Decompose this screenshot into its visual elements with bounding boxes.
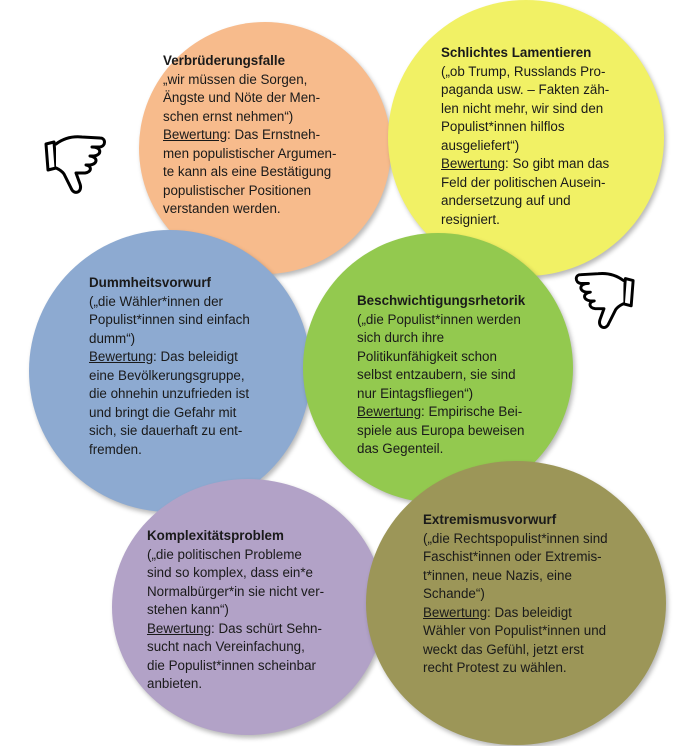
quote-line: dumm“) [89,330,136,346]
quote-line: len nicht mehr, wir sind den [441,100,604,116]
quote-line: Schande“) [423,586,485,601]
card-schlichtes-lamentieren: Schlichtes Lamentieren („ob Trump, Russl… [441,44,609,229]
evaluation-line: te kann als eine Bestätigung [163,164,332,179]
quote-line: paganda usw. – Fakten zäh- [441,82,610,97]
evaluation-line: Bewertung: So gibt man das [441,155,609,174]
evaluation-text: : Das schürt Sehn- [211,620,322,636]
card-beschwichtigungsrhetorik: Beschwichtigungsrhetorik („die Populist*… [357,292,525,459]
evaluation-line: Bewertung: Das beleidigt [423,604,608,623]
evaluation-line: recht Protest zu wählen. [423,660,567,675]
evaluation-text: : Das Ernstneh- [227,127,321,142]
thumbs-down-icon [574,272,635,329]
card-title: Extremismusvorwurf [423,512,557,527]
evaluation-text: : So gibt man das [505,156,610,171]
evaluation-label: Bewertung [441,156,506,171]
quote-line: („die Rechtspopulist*innen sind [423,530,608,546]
evaluation-line: anbieten. [147,676,203,691]
evaluation-line: populistischer Positionen [163,182,312,198]
evaluation-label: Bewertung [89,349,154,364]
evaluation-label: Bewertung [423,604,488,620]
card-title: Beschwichtigungsrhetorik [357,293,526,308]
quote-line: ausgeliefert“) [441,137,520,153]
evaluation-line: men populistischer Argumen- [163,145,337,161]
quote-line: sich durch ihre [357,330,445,345]
evaluation-line: verstanden werden. [163,201,281,216]
quote-line: Politikunfähigkeit schon [357,348,497,364]
card-extremismusvorwurf: Extremismusvorwurf („die Rechtspopulist*… [423,511,608,678]
quote-line: („ob Trump, Russlands Pro- [441,63,606,79]
quote-line: („die politischen Probleme [147,546,302,562]
quote-line: („die Wähler*innen der [89,293,223,309]
quote-line: selbst entzaubern, sie sind [357,367,516,382]
evaluation-line: resigniert. [441,211,500,227]
quote-line: Populist*innen sind einfach [89,312,250,327]
evaluation-line: sich, sie dauerhaft zu ent- [89,423,243,438]
evaluation-line: die ohnehin unzufrieden ist [89,386,250,401]
evaluation-line: die Populist*innen scheinbar [147,657,316,673]
evaluation-line: andersetzung auf und [441,193,571,208]
circle-dummheitsvorwurf [29,230,311,512]
evaluation-line: Bewertung: Das beleidigt [89,348,250,367]
evaluation-line: fremden. [89,441,142,457]
card-komplexitaetsproblem: Komplexitätsproblem („die politischen Pr… [147,527,324,694]
quote-line: „wir müssen die Sorgen, [163,71,308,87]
circle-beschwichtigungsrhetorik [303,233,573,503]
evaluation-text: : Das beleidigt [487,604,572,620]
quote-line: sind so komplex, dass ein*e [147,565,313,580]
evaluation-line: Bewertung: Das Ernstneh- [163,126,336,145]
evaluation-line: spiele aus Europa beweisen [357,422,525,438]
quote-line: nur Eintagsfliegen“) [357,385,474,401]
quote-line: Normalbürger*in sie nicht ver- [147,583,325,599]
card-title: Komplexitätsproblem [147,528,284,543]
card-title: Dummheitsvorwurf [89,275,212,290]
evaluation-label: Bewertung [357,404,422,419]
evaluation-line: weckt das Gefühl, jetzt erst [423,641,584,657]
evaluation-line: Wähler von Populist*innen und [423,623,607,638]
evaluation-label: Bewertung [147,620,212,636]
circle-schlichtes-lamentieren [388,0,664,276]
evaluation-line: und bringt die Gefahr mit [89,404,237,420]
circle-komplexitaetsproblem [112,479,384,735]
evaluation-line: eine Bevölkerungsgruppe, [89,367,245,383]
evaluation-label: Bewertung [163,127,228,142]
quote-line: Faschist*innen oder Extremis- [423,549,602,564]
evaluation-line: das Gegenteil. [357,441,444,456]
quote-line: Ängste und Nöte der Men- [163,90,321,105]
quote-line: stehen kann“) [147,602,229,617]
circle-extremismusvorwurf [366,461,666,745]
quote-line: t*innen, neue Nazis, eine [423,567,572,583]
evaluation-line: sucht nach Vereinfachung, [147,639,305,654]
evaluation-line: Bewertung: Empirische Bei- [357,403,525,422]
quote-line: („die Populist*innen werden [357,311,521,327]
quote-line: schen ernst nehmen“) [163,108,294,124]
evaluation-text: : Das beleidigt [153,349,238,364]
evaluation-line: Feld der politischen Ausein- [441,174,606,190]
card-verbruederungsfalle: Verbrüderungsfalle „wir müssen die Sorge… [163,52,336,219]
card-title: Verbrüderungsfalle [163,53,286,68]
thumbs-down-icon [44,135,106,194]
evaluation-text: : Empirische Bei- [421,404,523,419]
card-dummheitsvorwurf: Dummheitsvorwurf („die Wähler*innen der … [89,274,250,459]
quote-line: Populist*innen hilflos [441,119,565,134]
card-title: Schlichtes Lamentieren [441,45,592,60]
evaluation-line: Bewertung: Das schürt Sehn- [147,620,324,639]
